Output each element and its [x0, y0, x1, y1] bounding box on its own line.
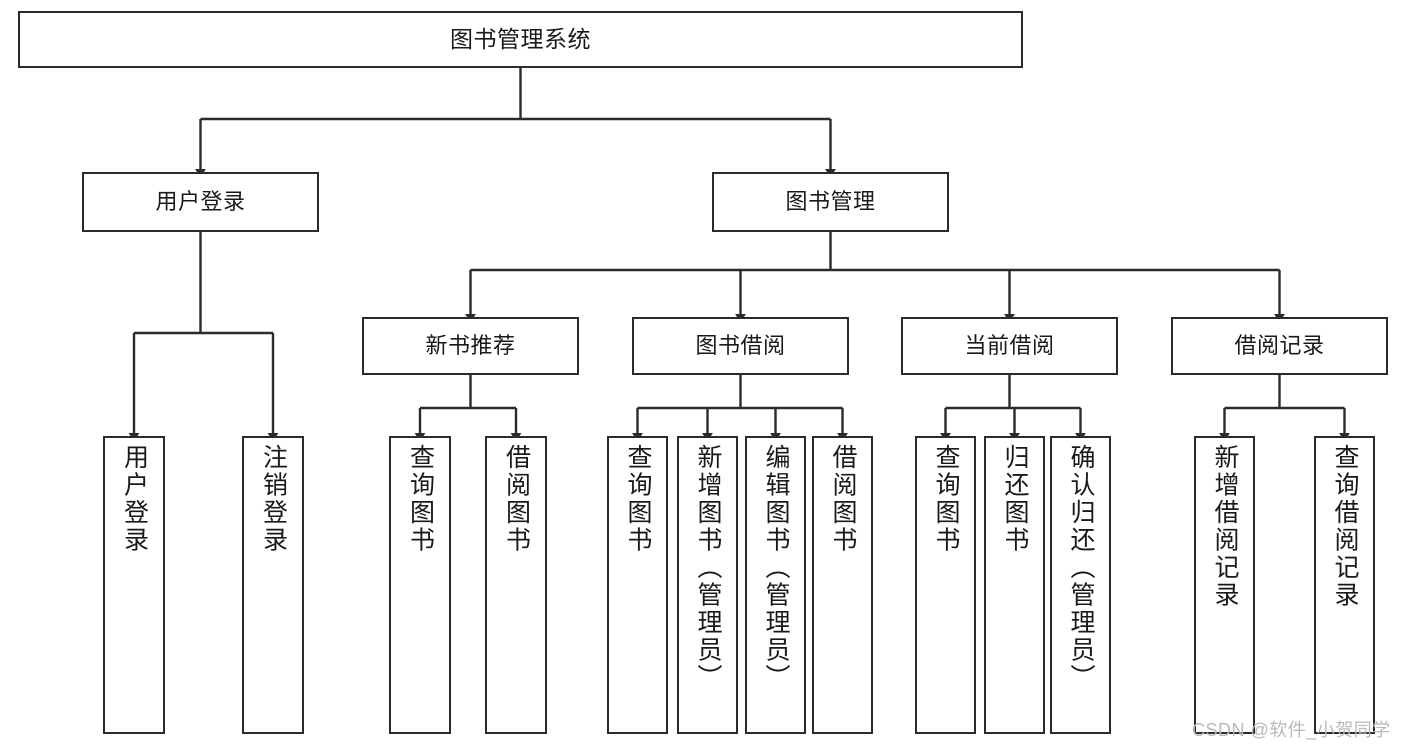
node-label: 确认归还（管理员） — [1067, 444, 1095, 692]
node-label: 借阅记录 — [1234, 333, 1325, 359]
node-label: 图书管理系统 — [450, 25, 591, 52]
node-leaf-new-borrow[interactable]: 借阅图书 — [485, 436, 547, 734]
node-label: 查询图书 — [406, 444, 435, 554]
node-l2-current[interactable]: 当前借阅 — [901, 317, 1118, 375]
node-leaf-cur-query[interactable]: 查询图书 — [915, 436, 976, 734]
node-l1-user[interactable]: 用户登录 — [82, 172, 319, 232]
node-label: 新增借阅记录 — [1211, 444, 1239, 609]
node-label: 借阅图书 — [502, 444, 531, 554]
node-root[interactable]: 图书管理系统 — [18, 11, 1023, 68]
node-leaf-bo-add[interactable]: 新增图书（管理员） — [677, 436, 738, 734]
node-leaf-new-query[interactable]: 查询图书 — [389, 436, 451, 734]
node-leaf-rec-add[interactable]: 新增借阅记录 — [1194, 436, 1255, 734]
node-leaf-bo-edit[interactable]: 编辑图书（管理员） — [745, 436, 806, 734]
node-l2-borrow[interactable]: 图书借阅 — [632, 317, 849, 375]
node-label: 查询图书 — [932, 444, 960, 554]
node-label: 借阅图书 — [829, 444, 857, 554]
node-leaf-user-logout[interactable]: 注销登录 — [242, 436, 304, 734]
node-label: 归还图书 — [1001, 444, 1029, 554]
node-leaf-bo-query[interactable]: 查询图书 — [607, 436, 668, 734]
node-label: 新书推荐 — [425, 333, 516, 359]
node-label: 图书管理 — [785, 189, 876, 215]
node-leaf-user-login[interactable]: 用户登录 — [103, 436, 165, 734]
node-label: 查询借阅记录 — [1331, 444, 1359, 609]
node-leaf-rec-query[interactable]: 查询借阅记录 — [1314, 436, 1375, 734]
node-label: 编辑图书（管理员） — [762, 444, 790, 692]
node-label: 图书借阅 — [695, 333, 786, 359]
csdn-watermark: CSDN @软件_小贺同学 — [1192, 720, 1391, 740]
node-leaf-bo-borrow[interactable]: 借阅图书 — [812, 436, 873, 734]
edge-layer — [128, 68, 1350, 442]
node-label: 当前借阅 — [964, 333, 1055, 359]
node-label: 用户登录 — [155, 189, 246, 215]
node-leaf-cur-confirm[interactable]: 确认归还（管理员） — [1050, 436, 1111, 734]
node-label: 查询图书 — [624, 444, 652, 554]
node-label: 新增图书（管理员） — [694, 444, 722, 692]
node-label: 用户登录 — [120, 444, 149, 554]
node-l2-newbook[interactable]: 新书推荐 — [362, 317, 579, 375]
node-leaf-cur-return[interactable]: 归还图书 — [984, 436, 1045, 734]
node-label: 注销登录 — [259, 444, 288, 554]
node-l1-book[interactable]: 图书管理 — [712, 172, 949, 232]
node-l2-record[interactable]: 借阅记录 — [1171, 317, 1388, 375]
